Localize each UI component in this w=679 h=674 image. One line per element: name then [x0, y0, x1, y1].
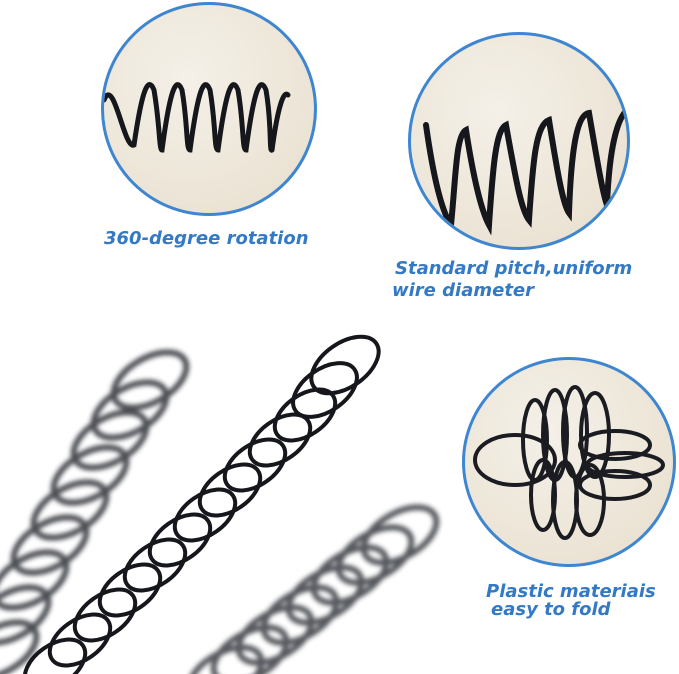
- spring-coil-folded-icon: [473, 385, 665, 540]
- feature-label-pitch-line1: Standard pitch,uniform: [395, 258, 633, 279]
- detail-circle-fold: [462, 357, 676, 567]
- feature-label-pitch-line2: wire diameter: [392, 280, 535, 301]
- spring-coil-angled-icon: [423, 106, 627, 236]
- product-springs-photo: [0, 334, 440, 674]
- spring-coil-horizontal-icon: [104, 82, 291, 153]
- feature-label-fold-line2: easy to fold: [491, 599, 611, 620]
- detail-circle-rotation: [101, 2, 317, 216]
- detail-circle-pitch: [408, 32, 630, 250]
- feature-label-rotation: 360-degree rotation: [104, 228, 309, 249]
- feature-label-fold-line1: Plastic materiais: [486, 581, 656, 602]
